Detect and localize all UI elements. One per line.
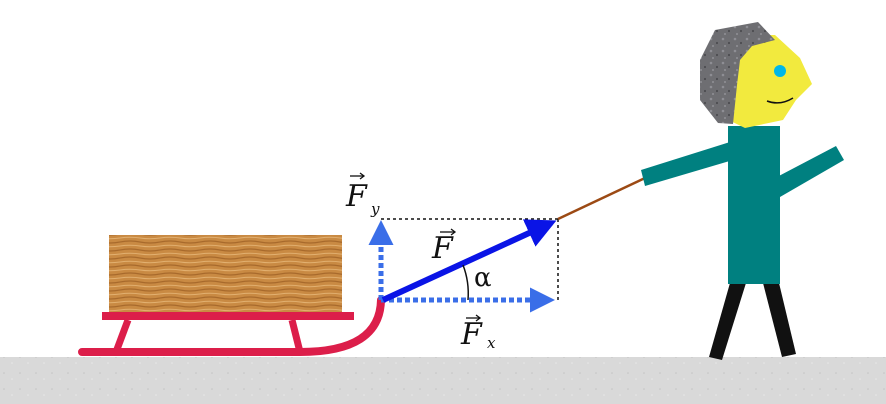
angle-label: α [474,263,492,293]
hair [700,22,775,124]
svg-text:x: x [487,334,496,352]
svg-text:F: F [431,231,454,266]
torso [728,126,780,284]
fx-label: F x [460,314,496,352]
eye [774,65,786,77]
front-arm [641,142,733,186]
svg-text:F: F [460,317,483,352]
wood-crate [109,235,342,312]
ground [0,357,886,404]
back-arm [775,146,844,197]
svg-text:F: F [345,179,368,214]
angle-arc [462,264,470,301]
force-label: F [431,228,457,266]
left-leg [709,283,746,360]
force-decomposition-box [381,218,559,300]
force-arrow [381,219,557,303]
sled [78,235,385,356]
sled-runner [78,296,385,356]
fy-label: F y [345,172,380,218]
right-leg [763,283,796,357]
person [641,22,844,360]
svg-text:y: y [370,200,380,218]
rope [557,176,646,221]
mouth [766,97,794,104]
